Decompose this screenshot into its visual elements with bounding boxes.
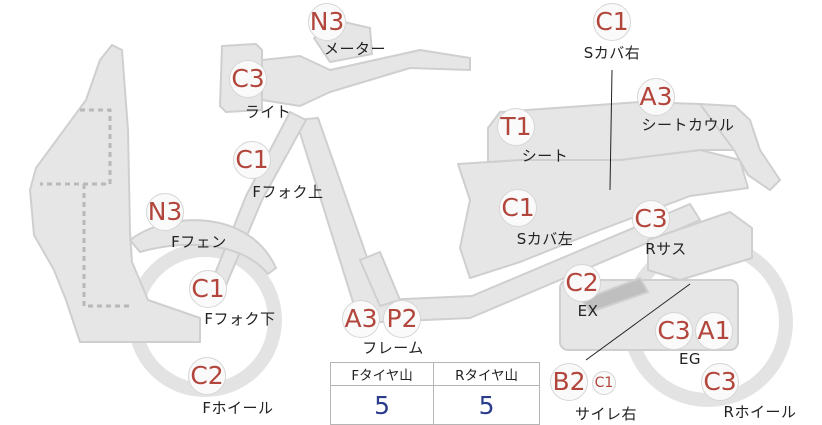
front-tire-value: 5 bbox=[329, 385, 435, 425]
part-label-fwheel: Fホイール bbox=[202, 399, 274, 417]
part-label-rsus: Rサス bbox=[645, 240, 687, 258]
part-label-frame: フレーム bbox=[362, 339, 424, 357]
seat-cowl-part bbox=[699, 103, 781, 191]
grade-badge-rsus: C3 bbox=[632, 200, 670, 238]
rear-tire-value: 5 bbox=[433, 385, 540, 425]
grade-badge-light: C3 bbox=[229, 60, 267, 98]
grade-badge-frame-a3: A3 bbox=[342, 300, 380, 338]
part-label-light: ライト bbox=[244, 103, 292, 121]
grade-badge-scover-right: C1 bbox=[593, 3, 631, 41]
grade-badge-muffler-right-b2: B2 bbox=[550, 363, 588, 401]
part-label-engine: EG bbox=[678, 350, 702, 368]
exhaust-part bbox=[581, 277, 649, 313]
part-label-ffender: Fフェン bbox=[171, 233, 227, 251]
part-label-scover-left: Sカバ左 bbox=[516, 230, 574, 248]
front-tire-header: Fタイヤ山 bbox=[329, 362, 435, 386]
part-label-seat: シート bbox=[521, 147, 569, 165]
grade-badge-meter: N3 bbox=[308, 3, 346, 41]
part-label-scover-right: Sカバ右 bbox=[583, 44, 641, 62]
grade-badge-ffork-lower: C1 bbox=[189, 270, 227, 308]
rear-shock-part bbox=[647, 211, 753, 281]
tire-tread-table: Fタイヤ山 Rタイヤ山 5 5 bbox=[329, 362, 540, 425]
grade-badge-frame-p2: P2 bbox=[383, 300, 421, 338]
grade-badge-exhaust: C2 bbox=[563, 264, 601, 302]
part-label-ffork-lower: Fフォク下 bbox=[204, 310, 276, 328]
handlebar-part bbox=[261, 49, 471, 107]
part-label-seat-cowl: シートカウル bbox=[641, 116, 735, 134]
part-label-meter: メーター bbox=[323, 40, 387, 58]
part-label-muffler-right: サイレ右 bbox=[574, 405, 638, 423]
grade-badge-engine-a1: A1 bbox=[695, 312, 733, 350]
leg-shield-part bbox=[29, 44, 201, 343]
part-label-ffork-upper: Fフォク上 bbox=[252, 183, 324, 201]
grade-badge-ffender: N3 bbox=[146, 193, 184, 231]
grade-badge-rwheel: C3 bbox=[701, 363, 739, 401]
part-label-rwheel: Rホイール bbox=[723, 403, 797, 421]
grade-badge-muffler-right-c1: C1 bbox=[592, 371, 616, 395]
grade-badge-scover-left: C1 bbox=[499, 189, 537, 227]
part-label-exhaust: EX bbox=[577, 302, 599, 320]
grade-badge-seat: T1 bbox=[497, 108, 535, 146]
grade-badge-ffork-upper: C1 bbox=[233, 141, 271, 179]
rear-tire-header: Rタイヤ山 bbox=[433, 362, 540, 386]
grade-badge-engine-c3: C3 bbox=[655, 312, 693, 350]
grade-badge-seat-cowl: A3 bbox=[637, 78, 675, 116]
grade-badge-fwheel: C2 bbox=[188, 357, 226, 395]
